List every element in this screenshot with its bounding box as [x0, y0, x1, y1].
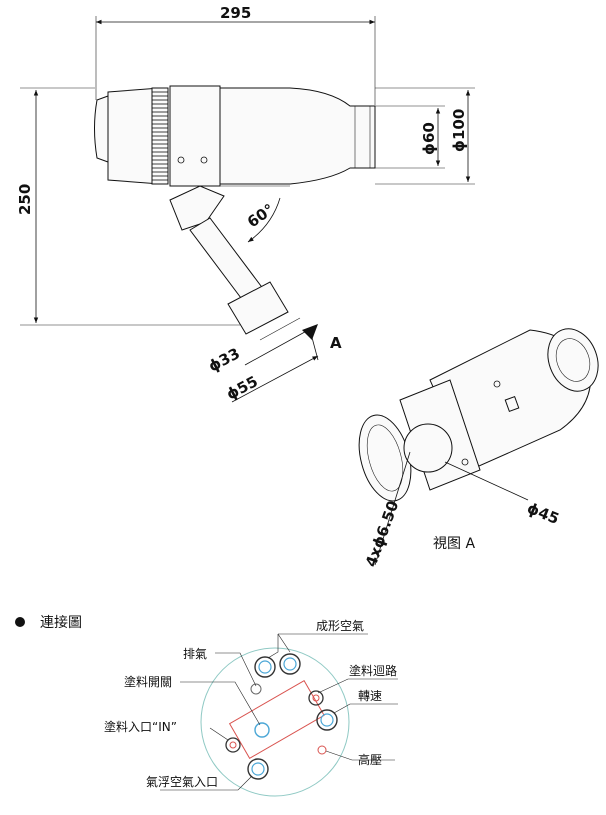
port-paint-switch: [254, 722, 270, 738]
label-bearing-air-inlet: 氣浮空氣入口: [146, 775, 218, 789]
dim-dia-60: ϕ60: [420, 122, 438, 155]
dim-dia-55: ϕ55: [223, 372, 260, 403]
arm-joint: [169, 185, 225, 231]
port-paint-return: [308, 690, 324, 706]
bell-cup: [94, 95, 109, 163]
dim-holes: 4xϕ6.50: [362, 498, 403, 569]
bullet-icon: [15, 617, 25, 627]
side-view: 295: [16, 4, 475, 404]
motor-body: [219, 87, 376, 185]
port-exhaust: [250, 683, 262, 695]
flange-outline: [200, 647, 350, 797]
connection-diagram: 連接圖: [15, 614, 398, 797]
dim-dia-33: ϕ33: [205, 344, 242, 375]
view-a-port: [403, 423, 453, 473]
dim-angle: 60°: [244, 200, 278, 231]
arm-nozzle: [227, 281, 289, 335]
knurl-marks: [152, 91, 168, 181]
label-exhaust: 排氣: [183, 647, 207, 661]
mount-block: [169, 85, 221, 187]
label-paint-inlet: 塗料入口“IN”: [104, 719, 177, 734]
port-paint-inlet: [225, 737, 241, 753]
port-bearing-air: [247, 758, 269, 780]
port-rotation-speed: [316, 709, 338, 731]
label-rotation-speed: 轉速: [358, 689, 382, 703]
label-high-voltage: 高壓: [358, 752, 382, 767]
port-shaping-air-2: [279, 653, 301, 675]
connection-title: 連接圖: [40, 614, 82, 631]
view-a-drawing: ϕ45 4xϕ6.50 視图 A: [358, 328, 599, 569]
dim-dia-45: ϕ45: [525, 499, 562, 528]
port-shaping-air-1: [254, 656, 276, 678]
label-paint-switch: 塗料開關: [124, 674, 172, 689]
dim-height: 250: [16, 184, 34, 215]
view-a-label: 視图 A: [433, 536, 475, 552]
dim-overall-length: 295: [220, 4, 251, 22]
angle-arc: [247, 197, 281, 243]
valve-outline: [228, 679, 325, 760]
label-shaping-air: 成形空氣: [316, 619, 364, 633]
label-paint-return: 塗料迴路: [349, 663, 397, 678]
dim-dia-100: ϕ100: [450, 109, 468, 152]
port-high-voltage: [317, 745, 327, 755]
view-marker-a: A: [330, 334, 342, 352]
